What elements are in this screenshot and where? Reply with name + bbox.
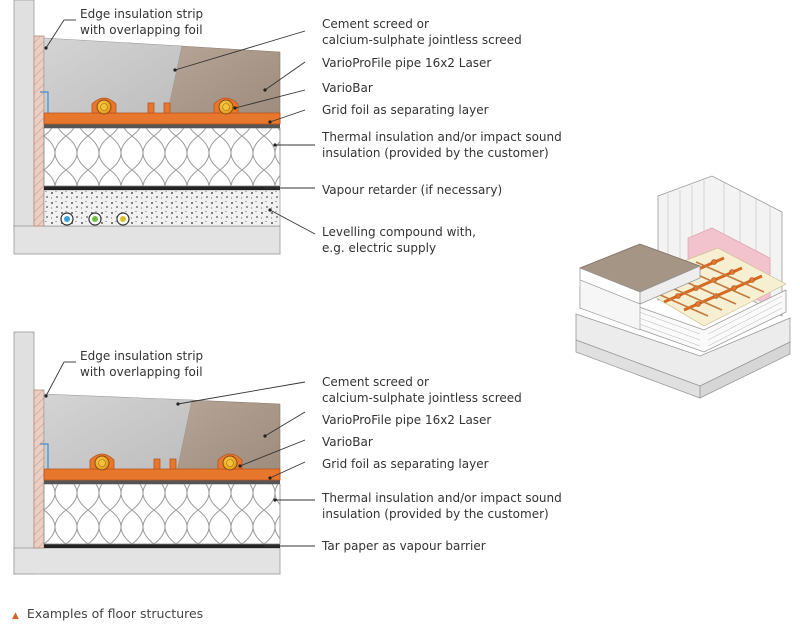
grid-foil (44, 124, 280, 128)
thermal-insulation (43, 483, 281, 545)
variobar-rail (43, 468, 281, 481)
bottom-label-vapour: Tar paper as vapour barrier (322, 539, 486, 553)
top-leader-dots (44, 46, 277, 212)
top-label-levelling: Levelling compound with, e.g. electric s… (322, 225, 476, 255)
isometric-floor-illustration (575, 175, 791, 399)
top-label-bar: VarioBar (322, 81, 373, 95)
wall (13, 331, 35, 575)
top-label-edge-strip: Edge insulation strip with overlapping f… (80, 7, 204, 37)
caption-text: Examples of floor structures (26, 606, 204, 621)
bottom-floor-section (13, 331, 315, 575)
bottom-label-insulation: Thermal insulation and/or impact sound i… (322, 491, 562, 521)
vapour-retarder (44, 186, 280, 190)
levelling-compound (43, 189, 281, 227)
electric-conduits (60, 212, 130, 226)
bottom-label-foil: Grid foil as separating layer (322, 457, 489, 471)
top-label-vapour: Vapour retarder (if necessary) (322, 183, 503, 197)
pipes (94, 455, 238, 471)
bottom-label-bar: VarioBar (322, 435, 373, 449)
bottom-leader-lines (45, 361, 315, 547)
bottom-label-edge-strip: Edge insulation strip with overlapping f… (80, 349, 204, 379)
thermal-insulation (43, 127, 281, 187)
top-label-screed: Cement screed or calcium-sulphate jointl… (322, 17, 522, 47)
top-leader-lines (45, 19, 316, 235)
top-label-foil: Grid foil as separating layer (322, 103, 489, 117)
figure-caption: ▲ Examples of floor structures (12, 606, 203, 621)
top-floor-section (13, 0, 316, 255)
wall (13, 0, 35, 233)
grid-foil (44, 480, 280, 484)
top-label-insulation: Thermal insulation and/or impact sound i… (322, 130, 562, 160)
pipes (96, 99, 234, 115)
bottom-label-pipe: VarioProFile pipe 16x2 Laser (322, 413, 492, 427)
bottom-leader-dots (44, 394, 277, 548)
base-slab (13, 547, 281, 575)
base-slab (13, 225, 281, 255)
tar-paper (44, 544, 280, 548)
top-label-pipe: VarioProFile pipe 16x2 Laser (322, 56, 492, 70)
bottom-label-screed: Cement screed or calcium-sulphate jointl… (322, 375, 522, 405)
triangle-up-icon: ▲ (12, 611, 19, 621)
variobar-rail (43, 112, 281, 125)
edge-insulation-strip (33, 35, 45, 227)
edge-insulation-strip (33, 389, 45, 549)
